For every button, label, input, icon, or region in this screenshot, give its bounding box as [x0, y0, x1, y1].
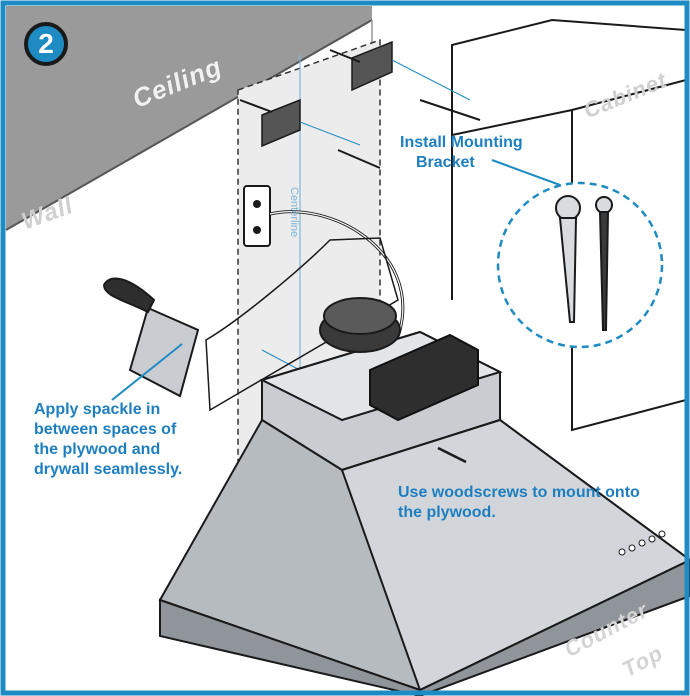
install-bracket-callout-line2: Bracket — [416, 154, 475, 171]
woodscrews-callout: Use woodscrews to mount onto the plywood… — [398, 484, 640, 521]
drywall-anchor-icon — [555, 195, 581, 323]
hood-base — [159, 558, 690, 696]
wood-screw-icon — [595, 196, 613, 331]
bracket-screws — [239, 49, 481, 169]
putty-knife-icon — [102, 277, 200, 398]
cabinet-edge-top — [571, 79, 687, 111]
spackle-leader — [111, 343, 183, 401]
control-box — [369, 333, 479, 422]
centerline-label: Centerline — [288, 187, 300, 238]
ceiling-edge — [5, 19, 373, 231]
install-bracket-callout-line1: Install Mounting — [400, 134, 523, 151]
control-buttons — [618, 530, 666, 556]
bracket-upper — [351, 40, 393, 92]
screw-detail-circle — [496, 181, 664, 349]
bracket-leader — [491, 159, 561, 186]
drywall-edge — [205, 237, 399, 412]
woodscrew-lower — [437, 446, 467, 464]
spackle-callout: Apply spackle in between spaces of the p… — [34, 401, 183, 478]
wall-outlet — [243, 185, 271, 247]
ceiling-surface — [6, 6, 372, 230]
step-number-badge: 2 — [24, 22, 68, 66]
